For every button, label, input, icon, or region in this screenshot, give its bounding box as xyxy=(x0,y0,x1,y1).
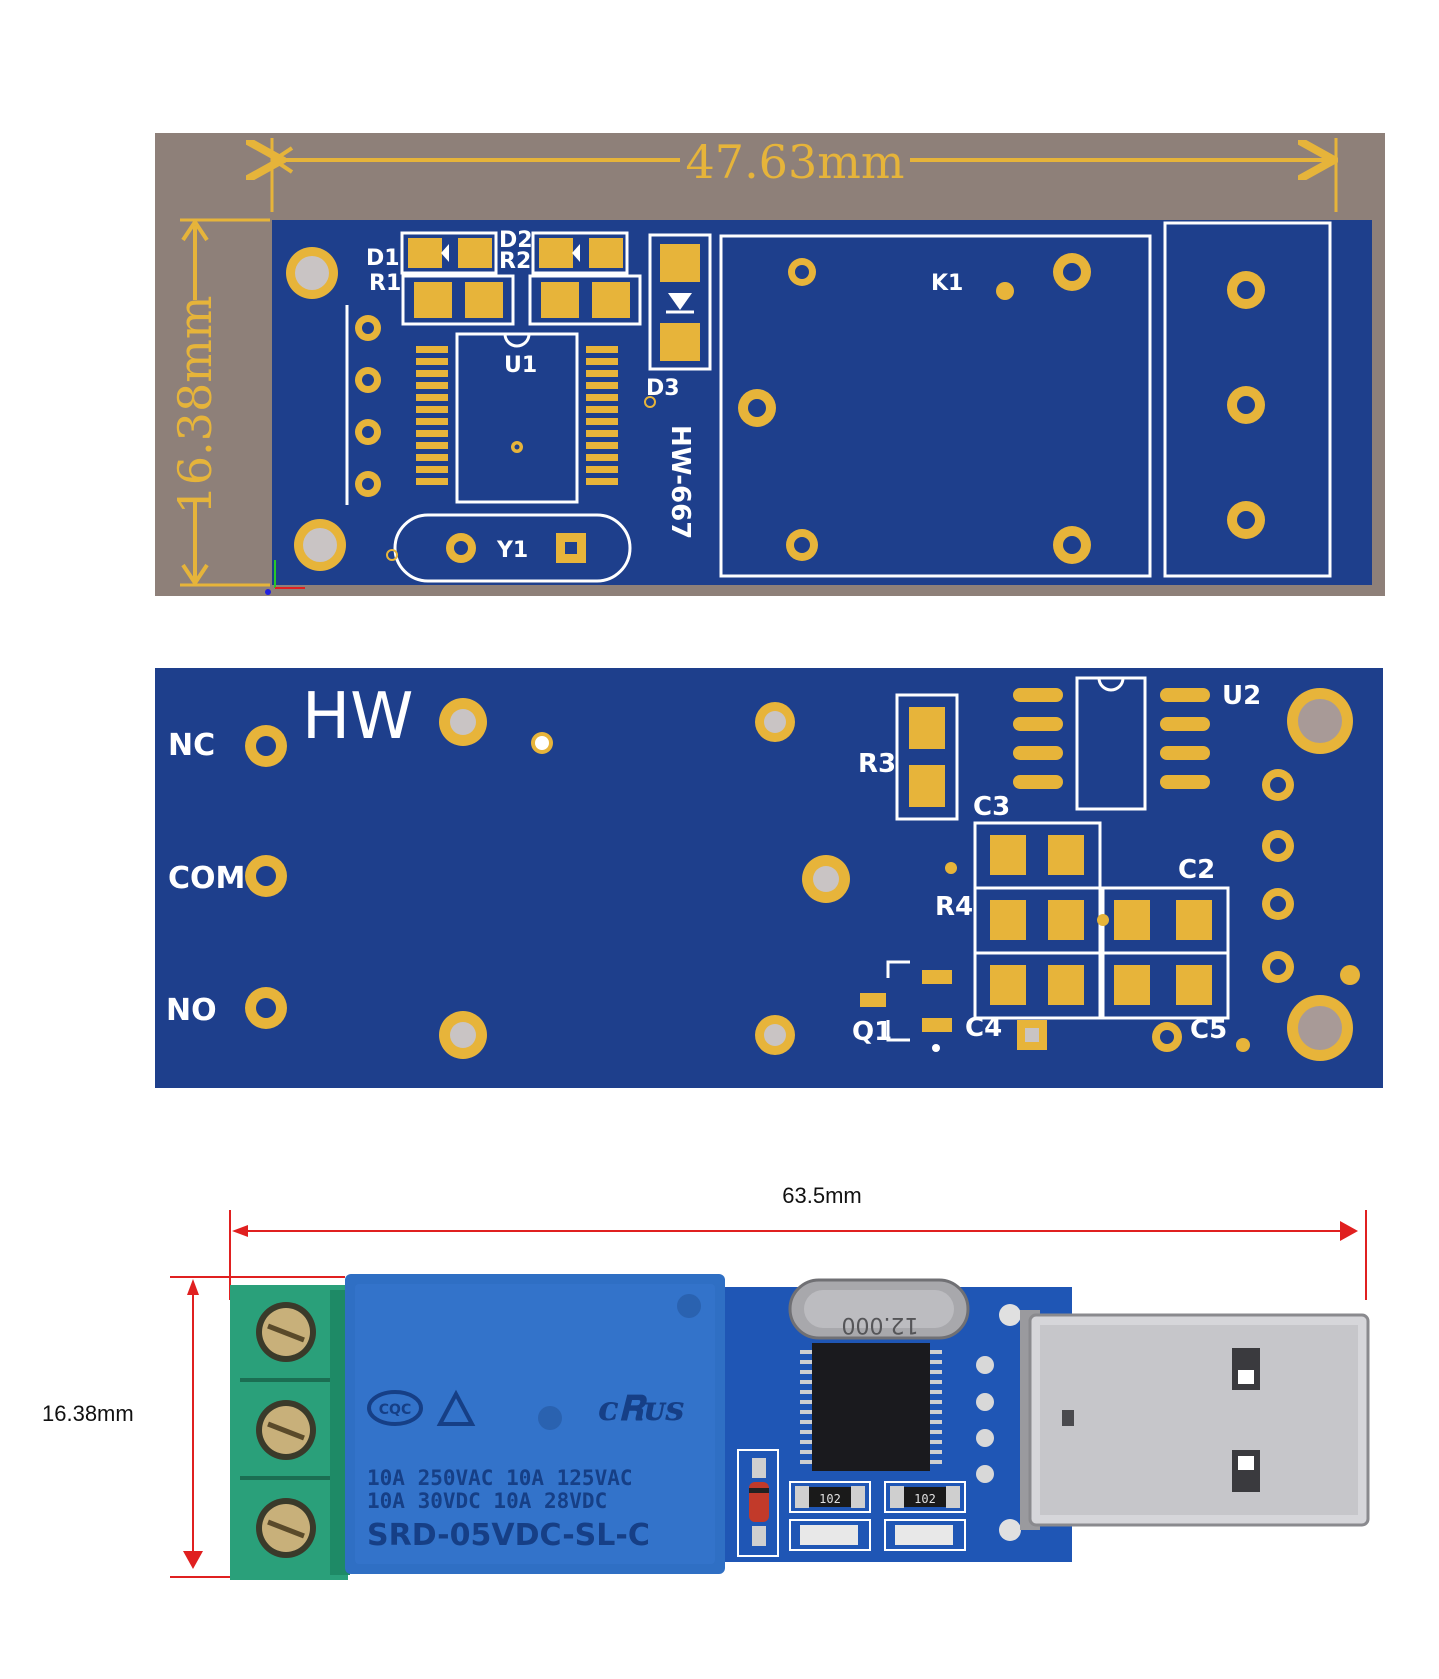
crystal-can: 12.000 xyxy=(788,1278,970,1340)
width-dimension: 47.63mm xyxy=(272,135,1336,212)
passives-c3-r4 xyxy=(973,821,1102,1020)
label-u2: U2 xyxy=(1222,681,1261,711)
relay-rating-ac: 10A 250VAC 10A 125VAC xyxy=(367,1466,633,1490)
usb-solder-pins xyxy=(976,1304,1021,1541)
photo-width-label: 63.5mm xyxy=(782,1183,861,1208)
crystal-frequency: 12.000 xyxy=(842,1312,919,1337)
cert-mark: CQC xyxy=(379,1402,411,1418)
height-dimension: 16.38mm xyxy=(168,218,270,587)
diode-d3 xyxy=(648,233,712,371)
relay-body: CQC ᴄ𝐑ᴜs 10A 250VAC 10A 125VAC 10A 30VDC… xyxy=(345,1274,725,1574)
resistor-r1 xyxy=(401,274,515,326)
label-c4: C4 xyxy=(965,1013,1002,1043)
label-r3: R3 xyxy=(858,749,896,779)
label-d2: D2 xyxy=(499,228,533,253)
label-nc: NC xyxy=(168,728,215,763)
photo-height-label: 16.38mm xyxy=(42,1401,134,1426)
label-q1: Q1 xyxy=(852,1017,892,1047)
origin-axes xyxy=(265,560,305,595)
usb-serial-chip xyxy=(800,1343,942,1471)
label-d1: D1 xyxy=(366,246,400,271)
top-pcb xyxy=(272,220,1372,585)
crystal-y1 xyxy=(386,513,632,583)
bottom-board-layout: HW NC COM NO R3 xyxy=(155,668,1383,1088)
label-no: NO xyxy=(166,993,217,1028)
label-c2: C2 xyxy=(1178,855,1215,885)
screw-terminal xyxy=(230,1285,350,1580)
usb-a-plug xyxy=(1020,1310,1370,1530)
relay-model: SRD-05VDC-SL-C xyxy=(367,1518,650,1553)
label-r4: R4 xyxy=(935,892,973,922)
transistor-q1 xyxy=(860,960,952,1052)
resistor-r3 xyxy=(895,693,959,821)
usb-pads xyxy=(345,305,381,505)
label-u1: U1 xyxy=(504,353,537,378)
label-hw: HW xyxy=(302,680,413,754)
led-resistor-pairs: 102 102 xyxy=(789,1481,966,1551)
chip-u1 xyxy=(416,332,618,504)
module-photo: 63.5mm 16.38mm xyxy=(42,1183,1370,1580)
width-dimension-label: 47.63mm xyxy=(686,135,905,189)
height-dimension-label: 16.38mm xyxy=(168,296,222,515)
ul-mark: ᴄ𝐑ᴜs xyxy=(598,1389,684,1429)
label-r2: R2 xyxy=(499,249,531,274)
label-y1: Y1 xyxy=(496,538,528,563)
relay-k1-outline xyxy=(719,234,1152,578)
label-k1: K1 xyxy=(931,271,963,296)
resistor-code: 102 xyxy=(819,1492,841,1506)
led-d1 xyxy=(400,231,498,275)
photo-width-dimension: 63.5mm xyxy=(229,1183,1367,1300)
resistor-code-2: 102 xyxy=(914,1492,936,1506)
flyback-diode xyxy=(737,1449,779,1557)
label-c3: C3 xyxy=(973,792,1010,822)
model-label: HW-667 xyxy=(665,425,695,539)
top-board-layout: 47.63mm 16.38mm xyxy=(155,133,1385,596)
led-d2 xyxy=(531,231,629,275)
label-r1: R1 xyxy=(369,271,401,296)
label-com: COM xyxy=(168,861,245,896)
resistor-r2 xyxy=(528,274,642,326)
relay-rating-dc: 10A 30VDC 10A 28VDC xyxy=(367,1489,607,1513)
label-c5: C5 xyxy=(1190,1015,1227,1045)
terminal-outline xyxy=(1163,221,1332,578)
chip-u2 xyxy=(1013,676,1210,811)
